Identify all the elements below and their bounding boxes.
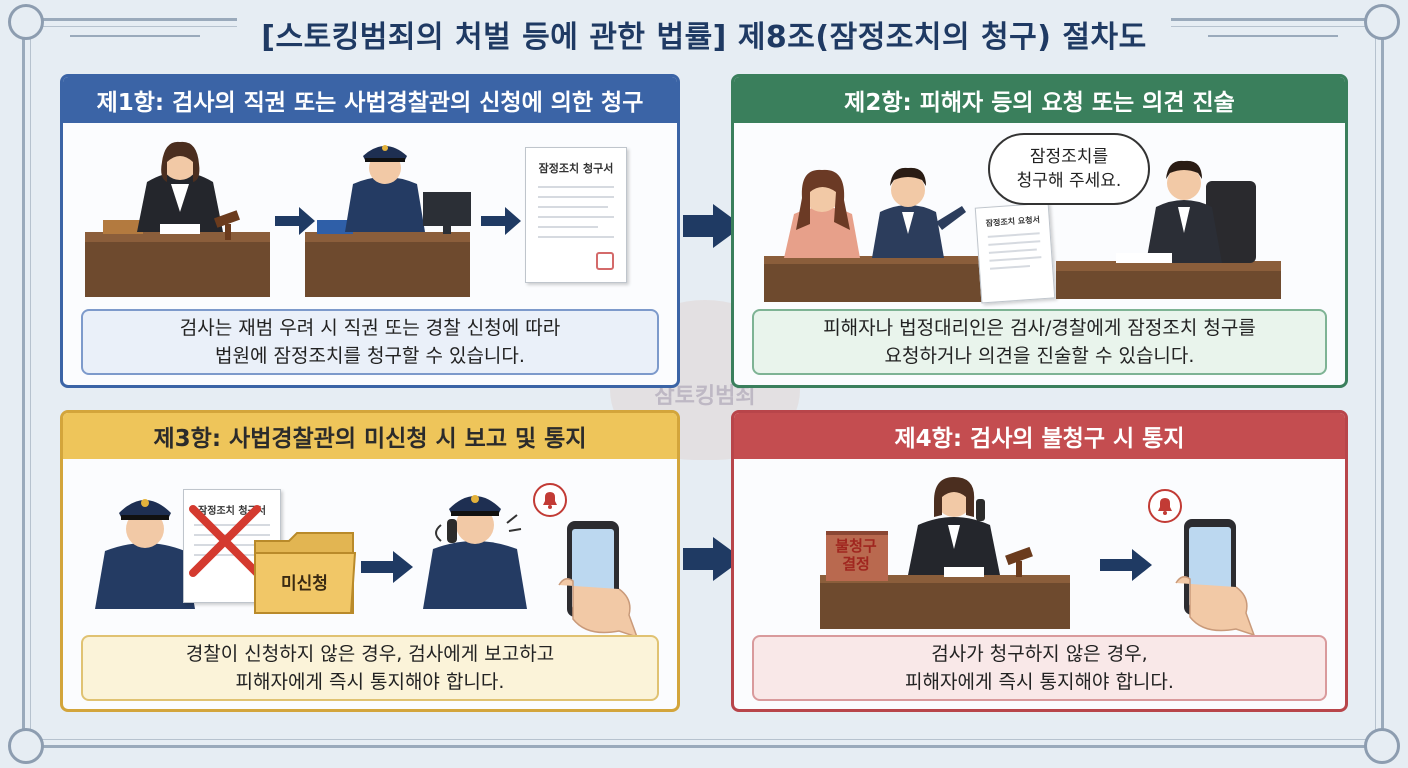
clause-description: 피해자나 법정대리인은 검사/경찰에게 잠정조치 청구를 요청하거나 의견을 진… (752, 309, 1327, 375)
title-rule-right (1208, 35, 1338, 37)
seal-stamp-icon (596, 252, 614, 270)
corner-ornament (8, 728, 44, 764)
title-rule-left (70, 35, 200, 37)
folder-icon (254, 532, 357, 614)
document-title: 잠정조치 청구서 (198, 506, 266, 517)
corner-ornament (1364, 728, 1400, 764)
desc-line: 요청하거나 의견을 진술할 수 있습니다. (884, 345, 1195, 367)
panel-header: 제4항: 검사의 불청구 시 통지 (734, 413, 1345, 459)
clause-description: 경찰이 신청하지 않은 경우, 검사에게 보고하고 피해자에게 즉시 통지해야 … (81, 635, 659, 701)
document-title: 잠정조치 청구서 (538, 162, 614, 175)
non-filing-decision-label: 불청구 결정 (830, 537, 882, 573)
panel-clause-2: 제2항: 피해자 등의 요청 또는 의견 진술 잠정조치 요청서 잠정조치를 청… (731, 74, 1348, 388)
desc-line: 검사가 청구하지 않은 경우, (931, 643, 1148, 665)
book-label-line: 결정 (842, 555, 870, 573)
rejected-x-icon (189, 505, 261, 577)
request-document: 잠정조치 요청서 (974, 202, 1056, 304)
bell-alert-icon (533, 483, 567, 517)
corner-ornament (8, 4, 44, 40)
document-title: 잠정조치 요청서 (985, 215, 1041, 228)
arrow-right-icon (361, 551, 413, 583)
panel-clause-4: 제4항: 검사의 불청구 시 통지 불청구 결정 검사가 청구하지 않은 경우,… (731, 410, 1348, 712)
desc-line: 경찰이 신청하지 않은 경우, 검사에게 보고하고 (185, 643, 555, 665)
panel-header: 제2항: 피해자 등의 요청 또는 의견 진술 (734, 77, 1345, 123)
bubble-line: 청구해 주세요. (1016, 171, 1122, 191)
police-officer-illustration (95, 499, 195, 609)
page-title: [스토킹범죄의 처벌 등에 관한 법률] 제8조(잠정조치의 청구) 절차도 (237, 10, 1171, 58)
desc-line: 검사는 재범 우려 시 직권 또는 경찰 신청에 따라 (179, 317, 561, 339)
speech-bubble: 잠정조치를 청구해 주세요. (988, 133, 1150, 205)
smartphone-icon (1175, 519, 1256, 637)
arrow-right-icon (275, 207, 315, 235)
desc-line: 피해자에게 즉시 통지해야 합니다. (905, 671, 1174, 693)
bubble-line: 잠정조치를 (1029, 147, 1109, 167)
panel-clause-1: 제1항: 검사의 직권 또는 사법경찰관의 신청에 의한 청구 잠정조치 청구서 (60, 74, 680, 388)
smartphone-icon (558, 521, 639, 639)
prosecutor-on-phone-illustration (820, 477, 1070, 629)
police-on-phone-illustration (423, 495, 527, 609)
victim-and-representative-illustration (764, 167, 989, 302)
bell-alert-icon (1148, 489, 1182, 523)
panel-clause-3: 제3항: 사법경찰관의 미신청 시 보고 및 통지 잠정조치 청구서 미신청 (60, 410, 680, 712)
book-label-line: 불청구 (835, 537, 877, 555)
folder-label: 미신청 (281, 574, 328, 594)
desc-line: 피해자나 법정대리인은 검사/경찰에게 잠정조치 청구를 (823, 317, 1256, 339)
prosecutor-illustration (1056, 160, 1281, 299)
petition-document: 잠정조치 청구서 (525, 147, 627, 283)
prosecutor-illustration (85, 141, 270, 297)
corner-ornament (1364, 4, 1400, 40)
police-officer-illustration (305, 145, 471, 297)
title-bar: [스토킹범죄의 처벌 등에 관한 법률] 제8조(잠정조치의 청구) 절차도 (0, 10, 1408, 58)
desc-line: 법원에 잠정조치를 청구할 수 있습니다. (215, 345, 525, 367)
clause-description: 검사는 재범 우려 시 직권 또는 경찰 신청에 따라 법원에 잠정조치를 청구… (81, 309, 659, 375)
clause-description: 검사가 청구하지 않은 경우, 피해자에게 즉시 통지해야 합니다. (752, 635, 1327, 701)
desc-line: 피해자에게 즉시 통지해야 합니다. (235, 671, 505, 693)
panel-header: 제1항: 검사의 직권 또는 사법경찰관의 신청에 의한 청구 (63, 77, 677, 123)
arrow-right-icon (481, 207, 521, 235)
panel-header: 제3항: 사법경찰관의 미신청 시 보고 및 통지 (63, 413, 677, 459)
arrow-right-icon (1100, 549, 1152, 581)
